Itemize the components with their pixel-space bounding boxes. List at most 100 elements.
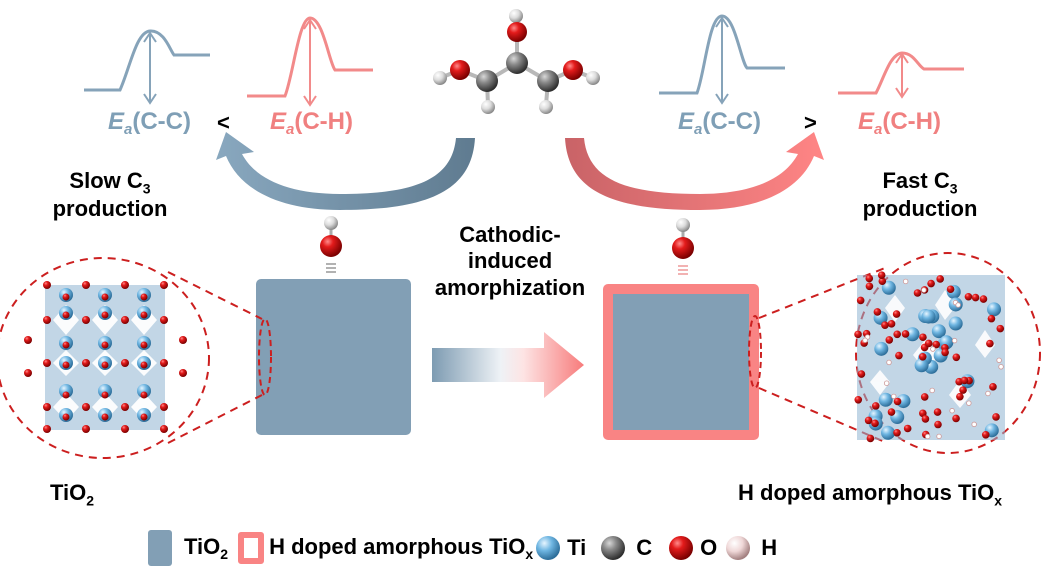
o-atom (871, 419, 879, 428)
ti-atom (896, 394, 911, 409)
o-atom (101, 391, 109, 399)
o-atom-icon (669, 536, 694, 560)
amorphous-crystal-structure (854, 271, 1005, 443)
o-atom (960, 376, 969, 385)
h-atom (886, 359, 892, 366)
h-atom (971, 421, 977, 428)
doped-tiox-block (603, 284, 759, 440)
o-atom (62, 413, 70, 421)
ti-atom (881, 280, 896, 295)
ti-atom-icon (536, 536, 561, 560)
o-atom (101, 293, 109, 301)
o-atom (921, 415, 930, 423)
h-atom (883, 380, 890, 386)
tio2-block (256, 279, 411, 435)
ti-atom (874, 341, 889, 356)
o-atom (913, 289, 922, 297)
o-atom (885, 336, 894, 344)
o-atom (895, 351, 903, 360)
o-atom (82, 403, 90, 411)
h-atom (891, 393, 897, 400)
o-atom (877, 271, 886, 279)
legend-tio2-label: TiO2 (184, 534, 229, 562)
h-atom (936, 433, 942, 440)
doped-swatch-icon (238, 532, 265, 564)
o-atom (987, 314, 996, 323)
o-atom (160, 281, 168, 289)
o-atom (854, 395, 863, 404)
o-atom (892, 310, 901, 318)
o-atom (140, 361, 148, 369)
o-atom (986, 339, 994, 348)
o-atom (934, 420, 942, 429)
o-atom (887, 320, 896, 328)
legend-doped-label: H doped amorphous TiOx (269, 534, 534, 562)
ti-atom (987, 302, 1002, 317)
o-atom (101, 413, 109, 421)
energy-profile-ch-left (247, 16, 373, 107)
h-atom (966, 400, 972, 406)
comparator-greater-than: > (804, 110, 817, 135)
o-atom (920, 393, 929, 401)
o-atom (865, 282, 874, 291)
c-atom (506, 52, 528, 74)
slow-c3-production-label: Slow C3 production (52, 168, 168, 222)
o-atom (563, 60, 583, 80)
o-atom (996, 324, 1005, 333)
h-atom (996, 357, 1002, 364)
o-atom (881, 321, 889, 329)
o-atom (936, 275, 944, 283)
zoom-callout-left (0, 257, 272, 459)
o-atom (864, 416, 873, 425)
zoom-callout-right (748, 252, 1041, 454)
o-atom (964, 292, 973, 301)
energy-profile-cc-left (84, 29, 210, 105)
o-atom (866, 434, 875, 443)
h-atom (985, 390, 991, 397)
o-atom (121, 403, 129, 411)
o-atom (507, 22, 527, 42)
o-atom (140, 391, 148, 399)
o-atom (946, 285, 955, 294)
o-atom (82, 281, 90, 289)
o-atom (887, 408, 896, 416)
o-atom (865, 274, 874, 283)
o-atom (62, 293, 70, 301)
tio2-swatch-icon (148, 530, 172, 566)
doped-tiox-label: H doped amorphous TiOx (738, 480, 1003, 509)
o-atom (992, 413, 1000, 421)
o-atom (24, 336, 32, 344)
o-atom (450, 60, 470, 80)
o-atom (82, 425, 90, 433)
o-atom (952, 414, 960, 423)
o-atom (959, 386, 967, 394)
h-atom (433, 71, 447, 85)
ti-atom (137, 384, 151, 398)
h-atom (862, 337, 868, 343)
o-atom (82, 359, 90, 367)
tio2-label: TiO2 (50, 480, 95, 509)
o-atom (82, 316, 90, 324)
adsorbed-hydroxyl-left (320, 216, 342, 273)
o-atom (160, 359, 168, 367)
curved-arrow-right (565, 132, 824, 210)
o-atom (43, 359, 51, 367)
ea-cc-right-label: Ea(C-C) (678, 108, 761, 138)
h-atom (949, 408, 955, 414)
c-atom (537, 70, 559, 92)
ea-cc-left-label: Ea(C-C) (108, 108, 191, 138)
h-atom-icon (726, 536, 751, 560)
o-atom (121, 359, 129, 367)
o-atom (971, 293, 980, 302)
o-atom (140, 413, 148, 421)
h-atom (921, 287, 927, 293)
h-atom (481, 100, 495, 114)
process-label: Cathodic- induced amorphization (434, 222, 586, 300)
o-atom (62, 311, 70, 319)
h-atom (586, 71, 600, 85)
o-atom (101, 311, 109, 319)
h-atom (902, 278, 909, 285)
o-atom (901, 330, 910, 338)
legend-c-label: C (636, 535, 653, 560)
ti-atom (948, 316, 963, 331)
